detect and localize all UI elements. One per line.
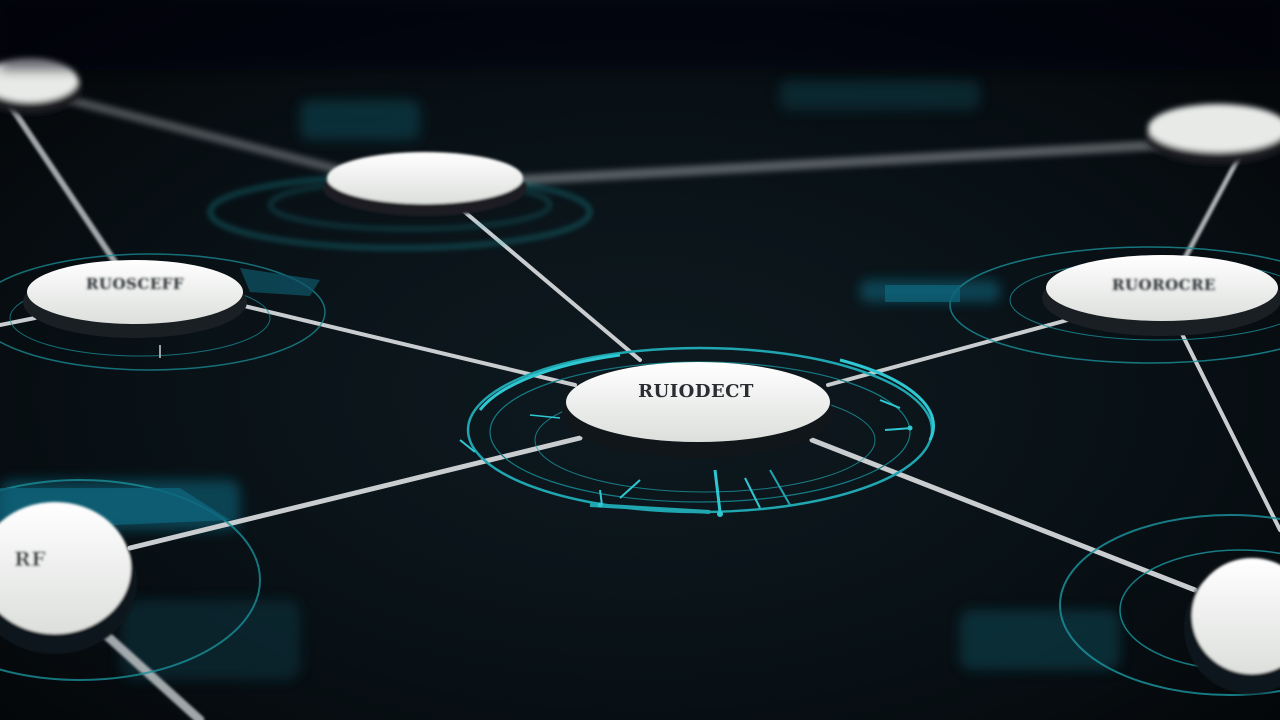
background-glows bbox=[0, 80, 1120, 680]
connector-line bbox=[1178, 328, 1280, 532]
node-upper-center bbox=[323, 152, 527, 216]
connector-line bbox=[127, 435, 583, 551]
connector-line bbox=[65, 95, 345, 175]
connector-line bbox=[515, 140, 1165, 185]
node-label: RUOSCEFF bbox=[86, 275, 184, 293]
connector-line bbox=[7, 102, 118, 265]
node-center: RUIODECT bbox=[562, 362, 834, 458]
node-lower-right bbox=[1184, 558, 1280, 694]
node-mid-left: RUOSCEFF bbox=[23, 260, 247, 338]
connector-line bbox=[458, 206, 642, 362]
node-label: RUOROCRE bbox=[1112, 276, 1216, 294]
connector-line bbox=[238, 303, 577, 387]
node-label: RF bbox=[14, 547, 46, 571]
node-label: RUIODECT bbox=[638, 381, 754, 402]
node-lower-left: RF bbox=[0, 502, 137, 654]
node-mid-right: RUOROCRE bbox=[1042, 255, 1280, 336]
vignette bbox=[0, 0, 1280, 70]
connector-line bbox=[809, 437, 1198, 593]
node-upper-right bbox=[1146, 104, 1280, 164]
hud-ring-center bbox=[459, 346, 935, 517]
connector-line bbox=[1182, 152, 1243, 261]
connector-line bbox=[0, 316, 37, 327]
